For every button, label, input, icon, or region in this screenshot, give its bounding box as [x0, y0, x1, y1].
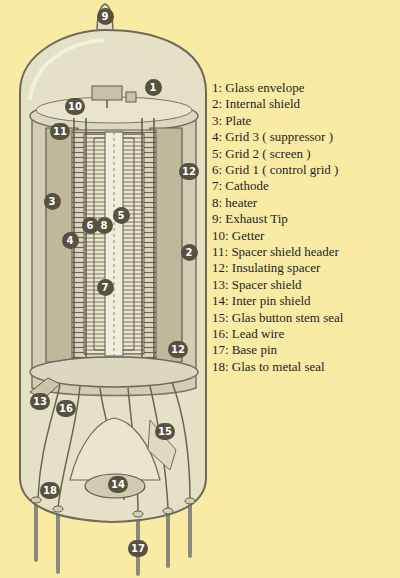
- callout-number: 5: [113, 207, 130, 224]
- key-entry: 6: Grid 1 ( control grid ): [212, 162, 338, 177]
- callout-number: 18: [40, 482, 60, 499]
- callout-number: 11: [50, 123, 70, 140]
- key-entry: 15: Glas button stem seal: [212, 310, 343, 325]
- callout-number: 12: [168, 341, 188, 358]
- key-entry: 8: heater: [212, 195, 257, 210]
- callout-number: 17: [128, 540, 148, 557]
- key-entry: 16: Lead wire: [212, 326, 284, 341]
- glass-envelope: [20, 30, 206, 522]
- callout-number: 3: [44, 193, 61, 210]
- key-entry: 18: Glas to metal seal: [212, 359, 325, 374]
- key-entry: 13: Spacer shield: [212, 277, 302, 292]
- key-entry: 2: Internal shield: [212, 96, 300, 111]
- callout-number: 16: [56, 400, 76, 417]
- key-entry: 11: Spacer shield header: [212, 244, 339, 259]
- callout-number: 2: [181, 244, 198, 261]
- inter-pin-shield: [85, 474, 145, 498]
- callout-number: 14: [108, 476, 128, 493]
- key-entry: 12: Insulating spacer: [212, 260, 320, 275]
- key-entry: 10: Getter: [212, 228, 264, 243]
- callout-number: 7: [97, 279, 114, 296]
- key-entry: 7: Cathode: [212, 178, 269, 193]
- callout-number: 10: [65, 98, 85, 115]
- key-entry: 5: Grid 2 ( screen ): [212, 146, 311, 161]
- internal-shield: [32, 118, 196, 396]
- callout-number: 9: [97, 8, 114, 25]
- key-entry: 14: Inter pin shield: [212, 293, 311, 308]
- lead-wires: [38, 382, 190, 512]
- callout-number: 12: [179, 163, 199, 180]
- callout-number: 1: [145, 79, 162, 96]
- stem-seal: [70, 418, 160, 480]
- key-entry: 1: Glass envelope: [212, 80, 304, 95]
- grid-3: [72, 130, 156, 358]
- callout-number: 15: [155, 423, 175, 440]
- callout-number: 13: [30, 393, 50, 410]
- key-entry: 3: Plate: [212, 113, 251, 128]
- callout-number: 8: [96, 217, 113, 234]
- cathode: [105, 132, 123, 356]
- key-entry: 17: Base pin: [212, 342, 277, 357]
- key-entry: 9: Exhaust Tip: [212, 211, 288, 226]
- getter: [92, 86, 136, 108]
- key-entry: 4: Grid 3 ( suppressor ): [212, 129, 333, 144]
- callout-number: 4: [62, 232, 79, 249]
